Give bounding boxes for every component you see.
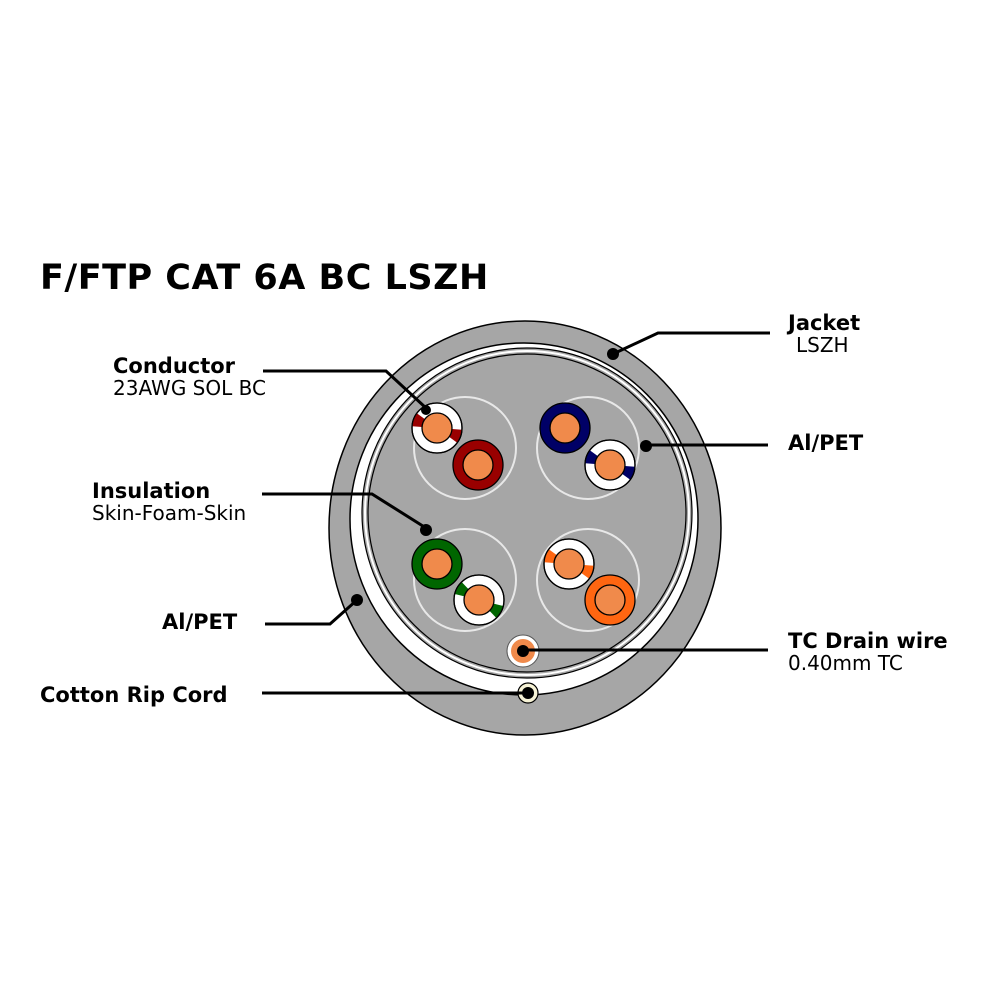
dot-insulation bbox=[420, 524, 432, 536]
dot-jacket bbox=[607, 348, 619, 360]
label-jacket-title: Jacket bbox=[788, 311, 861, 335]
pair-shield-bottom-right bbox=[536, 528, 640, 632]
label-drain-title: TC Drain wire bbox=[788, 629, 948, 653]
leader-dots bbox=[351, 348, 652, 699]
orange-pair-striped-outline bbox=[543, 538, 595, 590]
green-pair-striped-outline bbox=[453, 574, 505, 626]
pair-shield-bottom-left bbox=[413, 528, 517, 632]
label-jacket-spec: LSZH bbox=[796, 333, 849, 357]
label-insulation-title: Insulation bbox=[92, 479, 211, 503]
dot-drain bbox=[517, 645, 529, 657]
label-drain-spec: 0.40mm TC bbox=[788, 651, 903, 675]
brown-pair-striped-conductor bbox=[421, 412, 453, 444]
brown-pair-striped-outline bbox=[411, 402, 463, 454]
pair-shield-top-right bbox=[536, 396, 640, 500]
green-pair bbox=[411, 538, 505, 626]
label-drain: TC Drain wire 0.40mm TC bbox=[788, 629, 948, 675]
label-insulation: Insulation Skin-Foam-Skin bbox=[92, 479, 247, 525]
orange-pair bbox=[543, 538, 636, 626]
dot-al-pet-pair bbox=[640, 440, 652, 452]
label-al-pet-outer-title: Al/PET bbox=[162, 610, 238, 634]
blue-pair-striped-outline bbox=[584, 439, 636, 491]
label-al-pet-pair: Al/PET bbox=[788, 433, 863, 454]
label-insulation-spec: Skin-Foam-Skin bbox=[92, 501, 247, 525]
leader-jacket bbox=[612, 331, 770, 356]
leader-insulation bbox=[262, 492, 427, 530]
label-al-pet-outer: Al/PET bbox=[162, 612, 237, 633]
leader-lines bbox=[262, 331, 770, 695]
leader-conductor bbox=[263, 369, 428, 410]
dot-conductor bbox=[421, 405, 431, 415]
label-rip-cord: Cotton Rip Cord bbox=[40, 685, 228, 706]
label-rip-cord-title: Cotton Rip Cord bbox=[40, 683, 228, 707]
orange-pair-striped-conductor bbox=[553, 548, 585, 580]
label-conductor-title: Conductor bbox=[113, 354, 236, 378]
label-conductor-spec: 23AWG SOL BC bbox=[113, 376, 266, 400]
wire-group bbox=[411, 402, 636, 626]
leader-al-pet-outer bbox=[265, 598, 358, 626]
diagram-title: F/FTP CAT 6A BC LSZH bbox=[40, 258, 489, 298]
dot-al-pet-outer bbox=[351, 594, 363, 606]
orange-pair-solid-conductor bbox=[594, 584, 626, 616]
label-conductor: Conductor 23AWG SOL BC bbox=[113, 354, 266, 400]
blue-pair-solid-conductor bbox=[549, 412, 581, 444]
dot-rip-cord bbox=[522, 687, 534, 699]
brown-pair bbox=[411, 402, 504, 491]
green-pair-striped-conductor bbox=[463, 584, 495, 616]
outer-shield-white bbox=[364, 350, 690, 676]
brown-pair-solid-conductor bbox=[462, 449, 494, 481]
blue-pair-striped-conductor bbox=[594, 449, 626, 481]
pair-shield-top-left bbox=[413, 396, 517, 500]
label-jacket: Jacket LSZH bbox=[788, 311, 861, 357]
core-boundary bbox=[367, 353, 687, 673]
green-pair-solid-conductor bbox=[421, 548, 453, 580]
label-al-pet-pair-title: Al/PET bbox=[788, 431, 864, 455]
blue-pair bbox=[539, 402, 636, 491]
